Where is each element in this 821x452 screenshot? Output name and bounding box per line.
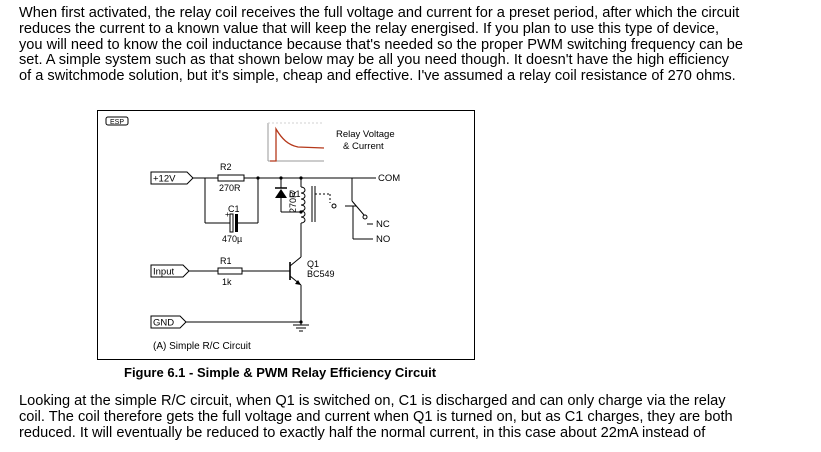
relay-voltage-graph: Relay Voltage & Current (267, 122, 395, 162)
capacitor-c1: + C1 470µ (222, 204, 242, 244)
com-label: COM (378, 173, 400, 184)
intro-line: When first activated, the relay coil rec… (19, 5, 740, 21)
r1-value: 1k (222, 277, 232, 287)
intro-line: set. A simple system such as that shown … (19, 52, 729, 69)
graph-label-line1: Relay Voltage (336, 129, 395, 140)
c1-value: 470µ (222, 234, 242, 244)
no-label: NO (376, 234, 390, 245)
graph-label-line2: & Current (343, 141, 384, 152)
diode-d1: D1 (275, 187, 301, 199)
resistor-r1: R1 1k (217, 256, 243, 287)
figure-caption: Figure 6.1 - Simple & PWM Relay Efficien… (124, 365, 437, 380)
q1-name: Q1 (307, 259, 319, 269)
c1-name: C1 (228, 204, 240, 214)
body-paragraph: Looking at the simple R/C circuit, when … (19, 393, 817, 441)
circuit-figure: ESP Relay Voltage & Current +12V R2 270R (97, 110, 475, 360)
port-plus12v: +12V (150, 171, 194, 185)
port-gnd-label: GND (153, 318, 174, 329)
intro-line: reduces the current to a known value tha… (19, 20, 720, 37)
r2-name: R2 (220, 162, 232, 172)
port-input-label: Input (153, 267, 174, 278)
svg-text:+: + (225, 210, 230, 219)
relay-contacts: COM NC NO (315, 173, 400, 245)
figure-subtitle: (A) Simple R/C Circuit (153, 341, 251, 352)
nc-label: NC (376, 219, 390, 230)
body-line: Looking at the simple R/C circuit, when … (19, 393, 726, 409)
r2-value: 270R (219, 183, 241, 193)
port-gnd: GND (150, 315, 187, 329)
ground-symbol (293, 324, 309, 332)
esp-logo: ESP (105, 116, 129, 126)
q1-value: BC549 (307, 269, 335, 279)
relay-coil: 270R (288, 186, 316, 224)
r1-name: R1 (220, 256, 232, 266)
intro-line: of a switchmode solution, but it's simpl… (19, 68, 736, 85)
logo-text: ESP (110, 119, 124, 126)
port-input: Input (150, 264, 190, 278)
coil-value: 270R (288, 191, 298, 213)
body-line: coil. The coil therefore gets the full v… (19, 408, 733, 425)
circuit-schematic: ESP Relay Voltage & Current +12V R2 270R (105, 116, 400, 352)
intro-line: you will need to know the coil inductanc… (19, 36, 743, 53)
body-line: reduced. It will eventually be reduced t… (19, 424, 706, 441)
d1-name: D1 (289, 189, 301, 199)
intro-paragraph: When first activated, the relay coil rec… (19, 5, 817, 85)
transistor-q1: Q1 BC549 (289, 256, 335, 286)
port-plus12v-label: +12V (153, 174, 176, 185)
resistor-r2: R2 270R (217, 162, 245, 193)
